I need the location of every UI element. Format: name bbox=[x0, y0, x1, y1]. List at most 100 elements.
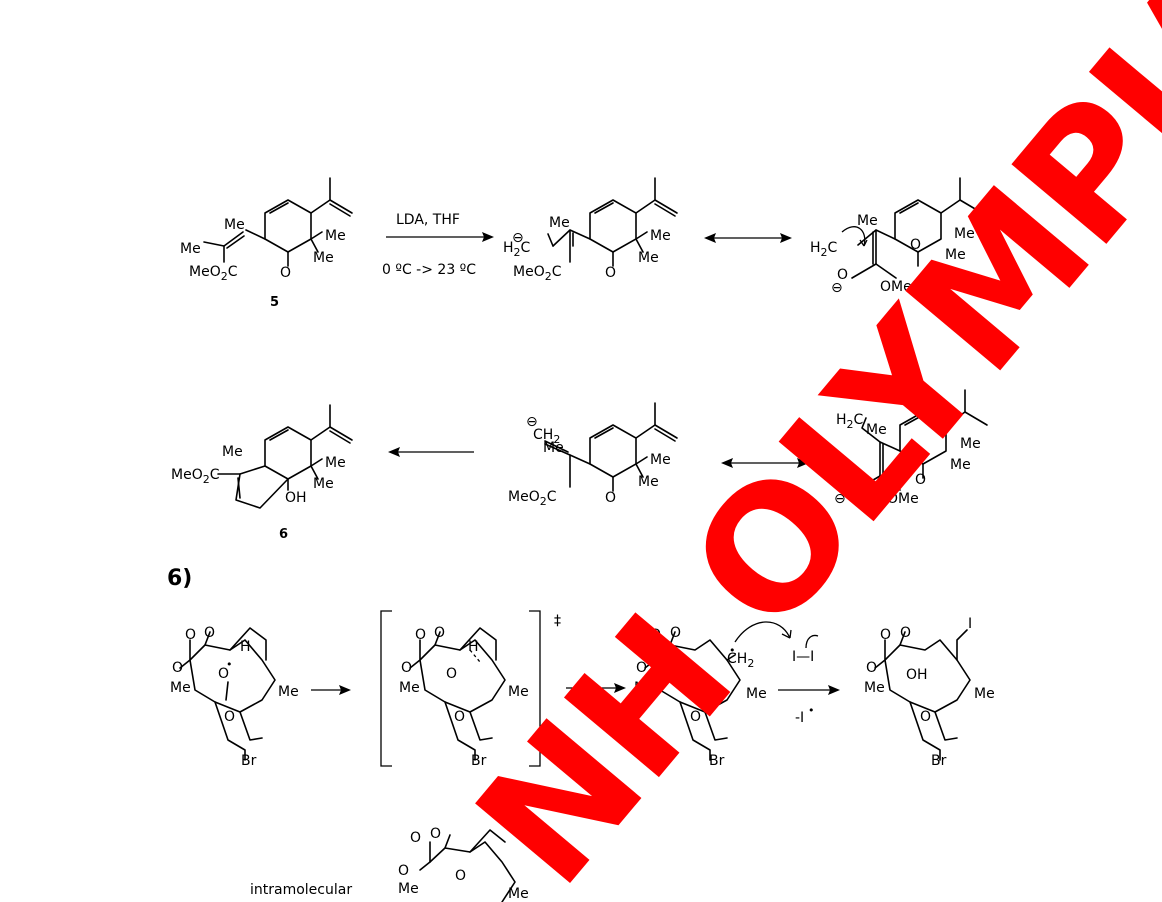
ester-label: MeO2C bbox=[171, 467, 220, 486]
oxygen-label: O bbox=[880, 627, 891, 643]
ts-dagger: ‡ bbox=[554, 613, 561, 629]
reaction-arrow bbox=[311, 685, 351, 695]
br-label: Br bbox=[471, 753, 487, 769]
oxygen-label: O bbox=[848, 479, 859, 495]
me-label: Me bbox=[313, 250, 334, 266]
oxygen-label: O bbox=[920, 709, 931, 725]
intramolecular-label: intramolecular bbox=[250, 882, 352, 898]
oxygen-label: O bbox=[410, 830, 421, 846]
oxygen-label: O bbox=[172, 660, 183, 676]
oxygen-label: O bbox=[670, 625, 681, 641]
ome-label: OMe bbox=[887, 491, 919, 507]
resonance-arrow bbox=[721, 458, 809, 468]
negative-charge: ⊖ bbox=[512, 230, 524, 246]
oxygen-label: O bbox=[185, 627, 196, 643]
radical-dot: • bbox=[729, 644, 736, 657]
oxygen-label: O bbox=[650, 627, 661, 643]
oxygen-label: O bbox=[401, 660, 412, 676]
z-dienolate: H2C Me Me Me O O ⊖ OMe bbox=[834, 389, 988, 507]
reaction-arrow-lda: LDA, THF 0 ºC -> 23 ºC bbox=[382, 212, 494, 278]
oxygen-label: O bbox=[204, 625, 215, 641]
me-label: Me bbox=[278, 684, 299, 700]
reagent-label: LDA, THF bbox=[396, 212, 460, 228]
compound-number-6: 6 bbox=[279, 527, 288, 542]
ome-label: OMe bbox=[880, 279, 912, 295]
carbanion-form: CH2 ⊖ Me Me Me O MeO2C bbox=[508, 402, 678, 508]
me-label: Me bbox=[650, 452, 671, 468]
me-label: Me bbox=[170, 680, 191, 696]
me-label: Me bbox=[864, 680, 885, 696]
me-label: Me bbox=[549, 215, 570, 231]
oxygen-label: O bbox=[837, 267, 848, 283]
me-label: Me bbox=[960, 436, 981, 452]
ester-label: MeO2C bbox=[513, 264, 562, 283]
cage-radical: O O Me O H O • Me O Br bbox=[170, 625, 299, 769]
compound-6: Me Me Me MeO2C OH 6 bbox=[171, 404, 353, 542]
me-label: Me bbox=[325, 455, 346, 471]
me-label: Me bbox=[180, 241, 201, 257]
oxygen-label: O bbox=[605, 490, 616, 506]
oxygen-label: O bbox=[280, 265, 291, 281]
me-label: Me bbox=[954, 226, 975, 242]
oxygen-label: O bbox=[224, 709, 235, 725]
me-label: Me bbox=[638, 250, 659, 266]
primary-radical: O O Me O OH CH2 • I—I Me O Br bbox=[634, 621, 819, 769]
me-label: Me bbox=[508, 684, 529, 700]
me-label: Me bbox=[634, 680, 655, 696]
me-label: Me bbox=[945, 247, 966, 263]
oxygen-label: O bbox=[900, 625, 911, 641]
me-label: Me bbox=[866, 422, 887, 438]
conditions-label: 0 ºC -> 23 ºC bbox=[382, 262, 476, 278]
me-label: Me bbox=[222, 444, 243, 460]
h2c-label: H2C bbox=[836, 412, 864, 431]
h-label: H bbox=[468, 639, 479, 655]
ch2-label: CH2 bbox=[727, 651, 754, 670]
compound-5: Me Me Me Me O MeO2C 5 bbox=[180, 177, 353, 310]
radical-dot: • bbox=[808, 704, 815, 717]
radical-dot: • bbox=[226, 658, 233, 671]
compound-number-5: 5 bbox=[270, 295, 279, 310]
me-label: Me bbox=[313, 476, 334, 492]
oxygen-label: O bbox=[398, 863, 409, 879]
transition-state: ‡ O O Me O H O Me O Br bbox=[380, 610, 561, 769]
oxygen-label: O bbox=[690, 709, 701, 725]
oxygen-label: O bbox=[915, 472, 926, 488]
oxygen-label: O bbox=[455, 868, 466, 884]
br-label: Br bbox=[931, 753, 947, 769]
iodine-label: I bbox=[968, 616, 972, 632]
intramolecular-structure: O O Me O O Me bbox=[398, 826, 529, 902]
section-label: 6) bbox=[167, 566, 192, 591]
i2-label: I—I bbox=[792, 649, 814, 665]
h2c-label: H2C bbox=[503, 240, 531, 259]
oh-label: OH bbox=[906, 667, 928, 683]
me-label: Me bbox=[399, 680, 420, 696]
oxygen-label: O bbox=[636, 660, 647, 676]
br-label: Br bbox=[241, 753, 257, 769]
reaction-arrow-to-6 bbox=[388, 447, 474, 457]
h2c-label: H2C bbox=[810, 240, 838, 259]
oxygen-label: O bbox=[910, 237, 921, 253]
oxygen-label: O bbox=[434, 625, 445, 641]
dienolate-resonance-form: Me Me Me O H2C O ⊖ OMe bbox=[810, 177, 983, 296]
oxygen-label: O bbox=[430, 826, 441, 842]
oxygen-label: O bbox=[218, 666, 229, 682]
enolate-anion-1: Me Me Me O H2C MeO2C ⊖ bbox=[503, 177, 678, 283]
iodide-product: O O Me O OH I Me O Br bbox=[864, 616, 995, 769]
me-label: Me bbox=[950, 457, 971, 473]
negative-charge: ⊖ bbox=[526, 414, 538, 430]
ch2-label: CH2 bbox=[533, 427, 560, 446]
me-label: Me bbox=[543, 440, 564, 456]
me-label: Me bbox=[650, 228, 671, 244]
oxygen-label: O bbox=[605, 265, 616, 281]
reaction-arrow bbox=[566, 683, 626, 693]
me-label: Me bbox=[398, 881, 419, 897]
resonance-arrow bbox=[704, 233, 792, 243]
oxygen-label: O bbox=[866, 660, 877, 676]
me-label: Me bbox=[224, 217, 245, 233]
ester-label: MeO2C bbox=[189, 264, 238, 283]
h-label: H bbox=[240, 639, 251, 655]
reaction-arrow-minus-i: -I • bbox=[778, 685, 840, 726]
me-label: Me bbox=[857, 213, 878, 229]
me-label: Me bbox=[638, 474, 659, 490]
me-label: Me bbox=[508, 886, 529, 902]
